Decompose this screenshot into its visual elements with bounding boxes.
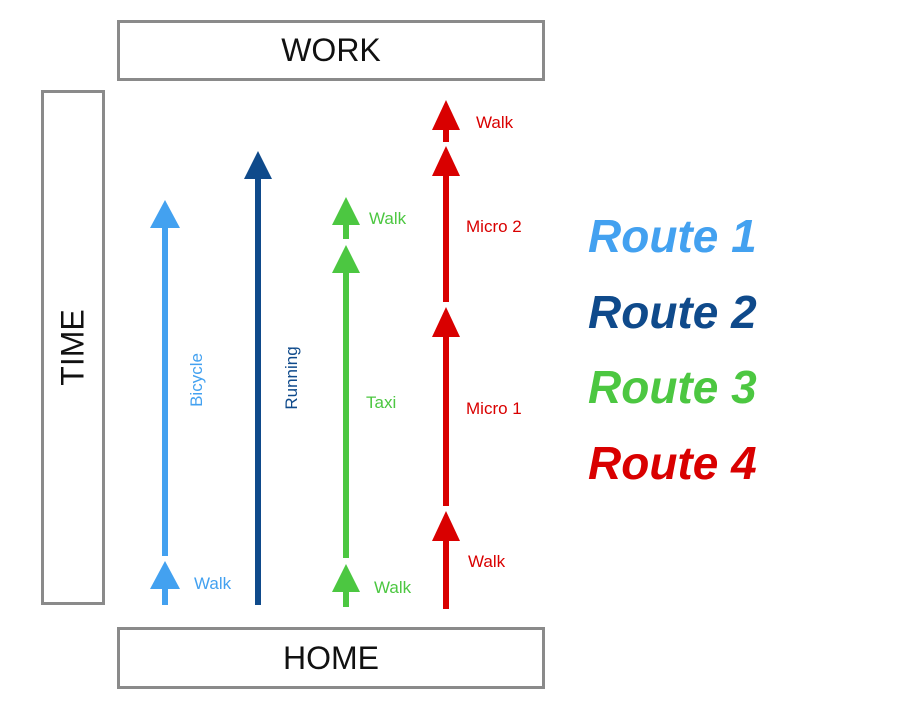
home-label: HOME (283, 639, 379, 676)
route-4-arrows (432, 100, 460, 609)
route-1-walk-label: Walk (194, 574, 232, 593)
route-1-walk-arrow (150, 561, 180, 605)
route-4-walk-bottom-label: Walk (468, 552, 506, 571)
route-2-running-arrow (244, 151, 272, 605)
route-3-walk-arrow-bottom (332, 564, 360, 607)
route-2-running-label: Running (282, 346, 301, 409)
route-1-bicycle-arrow (150, 200, 180, 556)
route-3-walk-bottom-label: Walk (374, 578, 412, 597)
route-4-micro-2-label: Micro 2 (466, 217, 522, 236)
legend-route-1: Route 1 (588, 210, 757, 262)
route-4-walk-top-label: Walk (476, 113, 514, 132)
work-box: WORK (117, 20, 545, 81)
route-1-bicycle-label: Bicycle (187, 353, 206, 407)
route-4-micro-1-arrow (432, 307, 460, 506)
route-4-walk-arrow-bottom (432, 511, 460, 609)
route-3-arrows (332, 197, 360, 607)
legend-route-2: Route 2 (588, 286, 757, 338)
time-axis-box: TIME (41, 90, 105, 605)
route-3-walk-arrow-top (332, 197, 360, 239)
home-box: HOME (117, 627, 545, 689)
legend-route-3: Route 3 (588, 361, 757, 413)
route-3-taxi-arrow (332, 245, 360, 558)
work-label: WORK (281, 32, 381, 68)
route-3-walk-top-label: Walk (369, 209, 407, 228)
route-4-micro-1-label: Micro 1 (466, 399, 522, 418)
route-4-micro-2-arrow (432, 146, 460, 302)
route-3-taxi-label: Taxi (366, 393, 396, 412)
route-1-arrows (150, 200, 180, 605)
legend-route-4: Route 4 (588, 437, 757, 489)
route-4-walk-arrow-top (432, 100, 460, 142)
